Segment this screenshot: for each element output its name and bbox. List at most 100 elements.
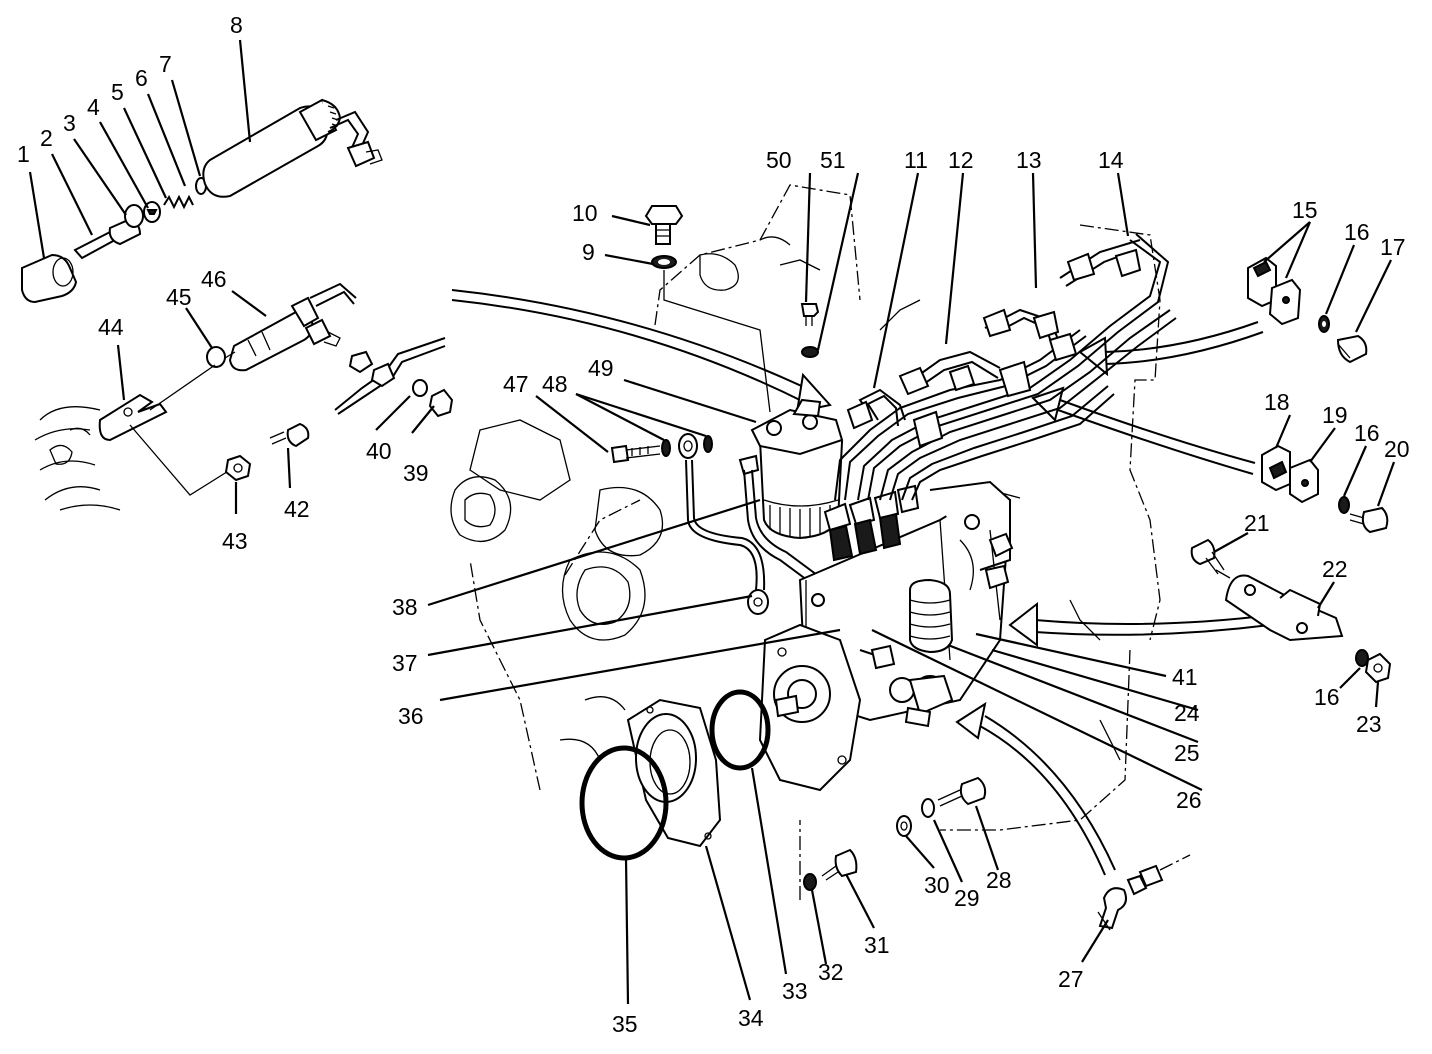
- lower-clamp-washer: [1338, 496, 1350, 514]
- callout-41: 41: [1172, 664, 1198, 690]
- upper-line-clamp: [1247, 256, 1302, 326]
- callout-16-middle: 16: [1354, 420, 1380, 446]
- lower-clamp-bolt: [1349, 506, 1389, 534]
- callout-17: 17: [1380, 234, 1406, 260]
- cover-bolt: [821, 848, 858, 881]
- mounted-injector: [34, 282, 357, 511]
- callout-32: 32: [818, 959, 844, 985]
- pump-support-bracket: [1215, 569, 1344, 642]
- callout-38: 38: [392, 594, 418, 620]
- center-line-injector: [129, 351, 236, 496]
- callout-23: 23: [1356, 711, 1382, 737]
- leak-off-line: [334, 337, 446, 415]
- callout-26: 26: [1176, 787, 1202, 813]
- callout-22: 22: [1322, 556, 1348, 582]
- injector-seal: [206, 346, 226, 368]
- leader-lines: [28, 39, 1396, 1005]
- flow-arrows: [451, 289, 1273, 876]
- callout-13: 13: [1016, 147, 1042, 173]
- callout-16-lower: 16: [1314, 684, 1340, 710]
- bracket-bolt: [1190, 538, 1225, 575]
- callout-3: 3: [63, 110, 76, 136]
- callout-2: 2: [40, 125, 53, 151]
- callout-28: 28: [986, 867, 1012, 893]
- callout-34: 34: [738, 1005, 764, 1031]
- filter-bolt: [644, 205, 684, 245]
- mounted-injector-body: [228, 282, 357, 372]
- leak-off-nut: [428, 388, 454, 418]
- callout-16-upper: 16: [1344, 219, 1370, 245]
- filter-bleed-screw: [800, 303, 820, 326]
- pump-lock-washer: [921, 798, 935, 818]
- callout-10: 10: [572, 200, 598, 226]
- callout-5: 5: [111, 79, 124, 105]
- callout-45: 45: [166, 284, 192, 310]
- callout-51: 51: [820, 147, 846, 173]
- return-banjo: [1097, 854, 1191, 931]
- filter-washer: [651, 255, 677, 269]
- callout-44: 44: [98, 314, 124, 340]
- callout-46: 46: [201, 266, 227, 292]
- callout-49: 49: [588, 355, 614, 381]
- callout-25: 25: [1174, 740, 1200, 766]
- fuel-return-pipe: [685, 459, 769, 615]
- injector-assembly: [21, 98, 383, 304]
- callout-1: 1: [17, 141, 30, 167]
- arrow-head-return: [955, 701, 987, 740]
- callout-18: 18: [1264, 389, 1290, 415]
- callout-33: 33: [782, 978, 808, 1004]
- bracket-nut: [1364, 652, 1392, 684]
- cover-o-ring: [579, 745, 669, 861]
- pump-drive-cover: [626, 698, 722, 848]
- upper-clamp-bolt: [1336, 334, 1368, 364]
- cover-gasket: [709, 689, 771, 771]
- callout-35: 35: [612, 1011, 638, 1037]
- arrow-head-bracket: [1008, 601, 1038, 647]
- callout-19: 19: [1322, 402, 1348, 428]
- hold-down-bolt: [269, 422, 310, 448]
- callout-21: 21: [1244, 510, 1270, 536]
- leak-off-washer: [412, 379, 428, 397]
- timing-gear-housing: [450, 419, 664, 761]
- callout-9: 9: [582, 239, 595, 265]
- callout-20: 20: [1384, 436, 1410, 462]
- bleed-screw-washer: [801, 346, 819, 358]
- banjo-fitting: [678, 433, 698, 459]
- callout-40: 40: [366, 438, 392, 464]
- callout-27: 27: [1058, 966, 1084, 992]
- callout-43: 43: [222, 528, 248, 554]
- hold-down-nut: [224, 454, 252, 482]
- pump-delivery-valves: [823, 484, 920, 562]
- shim: [143, 201, 161, 223]
- callout-6: 6: [135, 65, 148, 91]
- spacer: [124, 204, 144, 228]
- bracket-washer: [1355, 649, 1369, 667]
- callout-11: 11: [904, 147, 928, 173]
- nozzle-nut: [21, 253, 78, 304]
- callout-7: 7: [159, 51, 172, 77]
- callout-4: 4: [87, 94, 100, 120]
- filter-bolt-centerline: [663, 270, 771, 413]
- callout-15: 15: [1292, 197, 1318, 223]
- injector-body: [202, 98, 383, 198]
- callout-labels: 1 2 3 4 5 6 7 8 9 10 11 12 13 14 15 16 1…: [17, 12, 1410, 1037]
- pump-bolt: [937, 776, 987, 807]
- callout-14: 14: [1098, 147, 1124, 173]
- upper-clamp-washer: [1318, 315, 1330, 333]
- injection-pump: [798, 480, 1021, 728]
- callout-39: 39: [403, 460, 429, 486]
- callout-48: 48: [542, 371, 568, 397]
- callout-31: 31: [864, 932, 890, 958]
- injector-clamp: [98, 393, 168, 442]
- callout-30: 30: [924, 872, 950, 898]
- callout-29: 29: [954, 885, 980, 911]
- cover-washer: [803, 873, 817, 891]
- callout-37: 37: [392, 650, 418, 676]
- lower-line-clamp: [1261, 444, 1319, 504]
- spring: [163, 194, 194, 210]
- banjo-bolt: [610, 444, 661, 464]
- injection-lines: [834, 233, 1177, 501]
- callout-12: 12: [948, 147, 974, 173]
- banjo-washers: [661, 435, 713, 457]
- callout-47: 47: [503, 371, 529, 397]
